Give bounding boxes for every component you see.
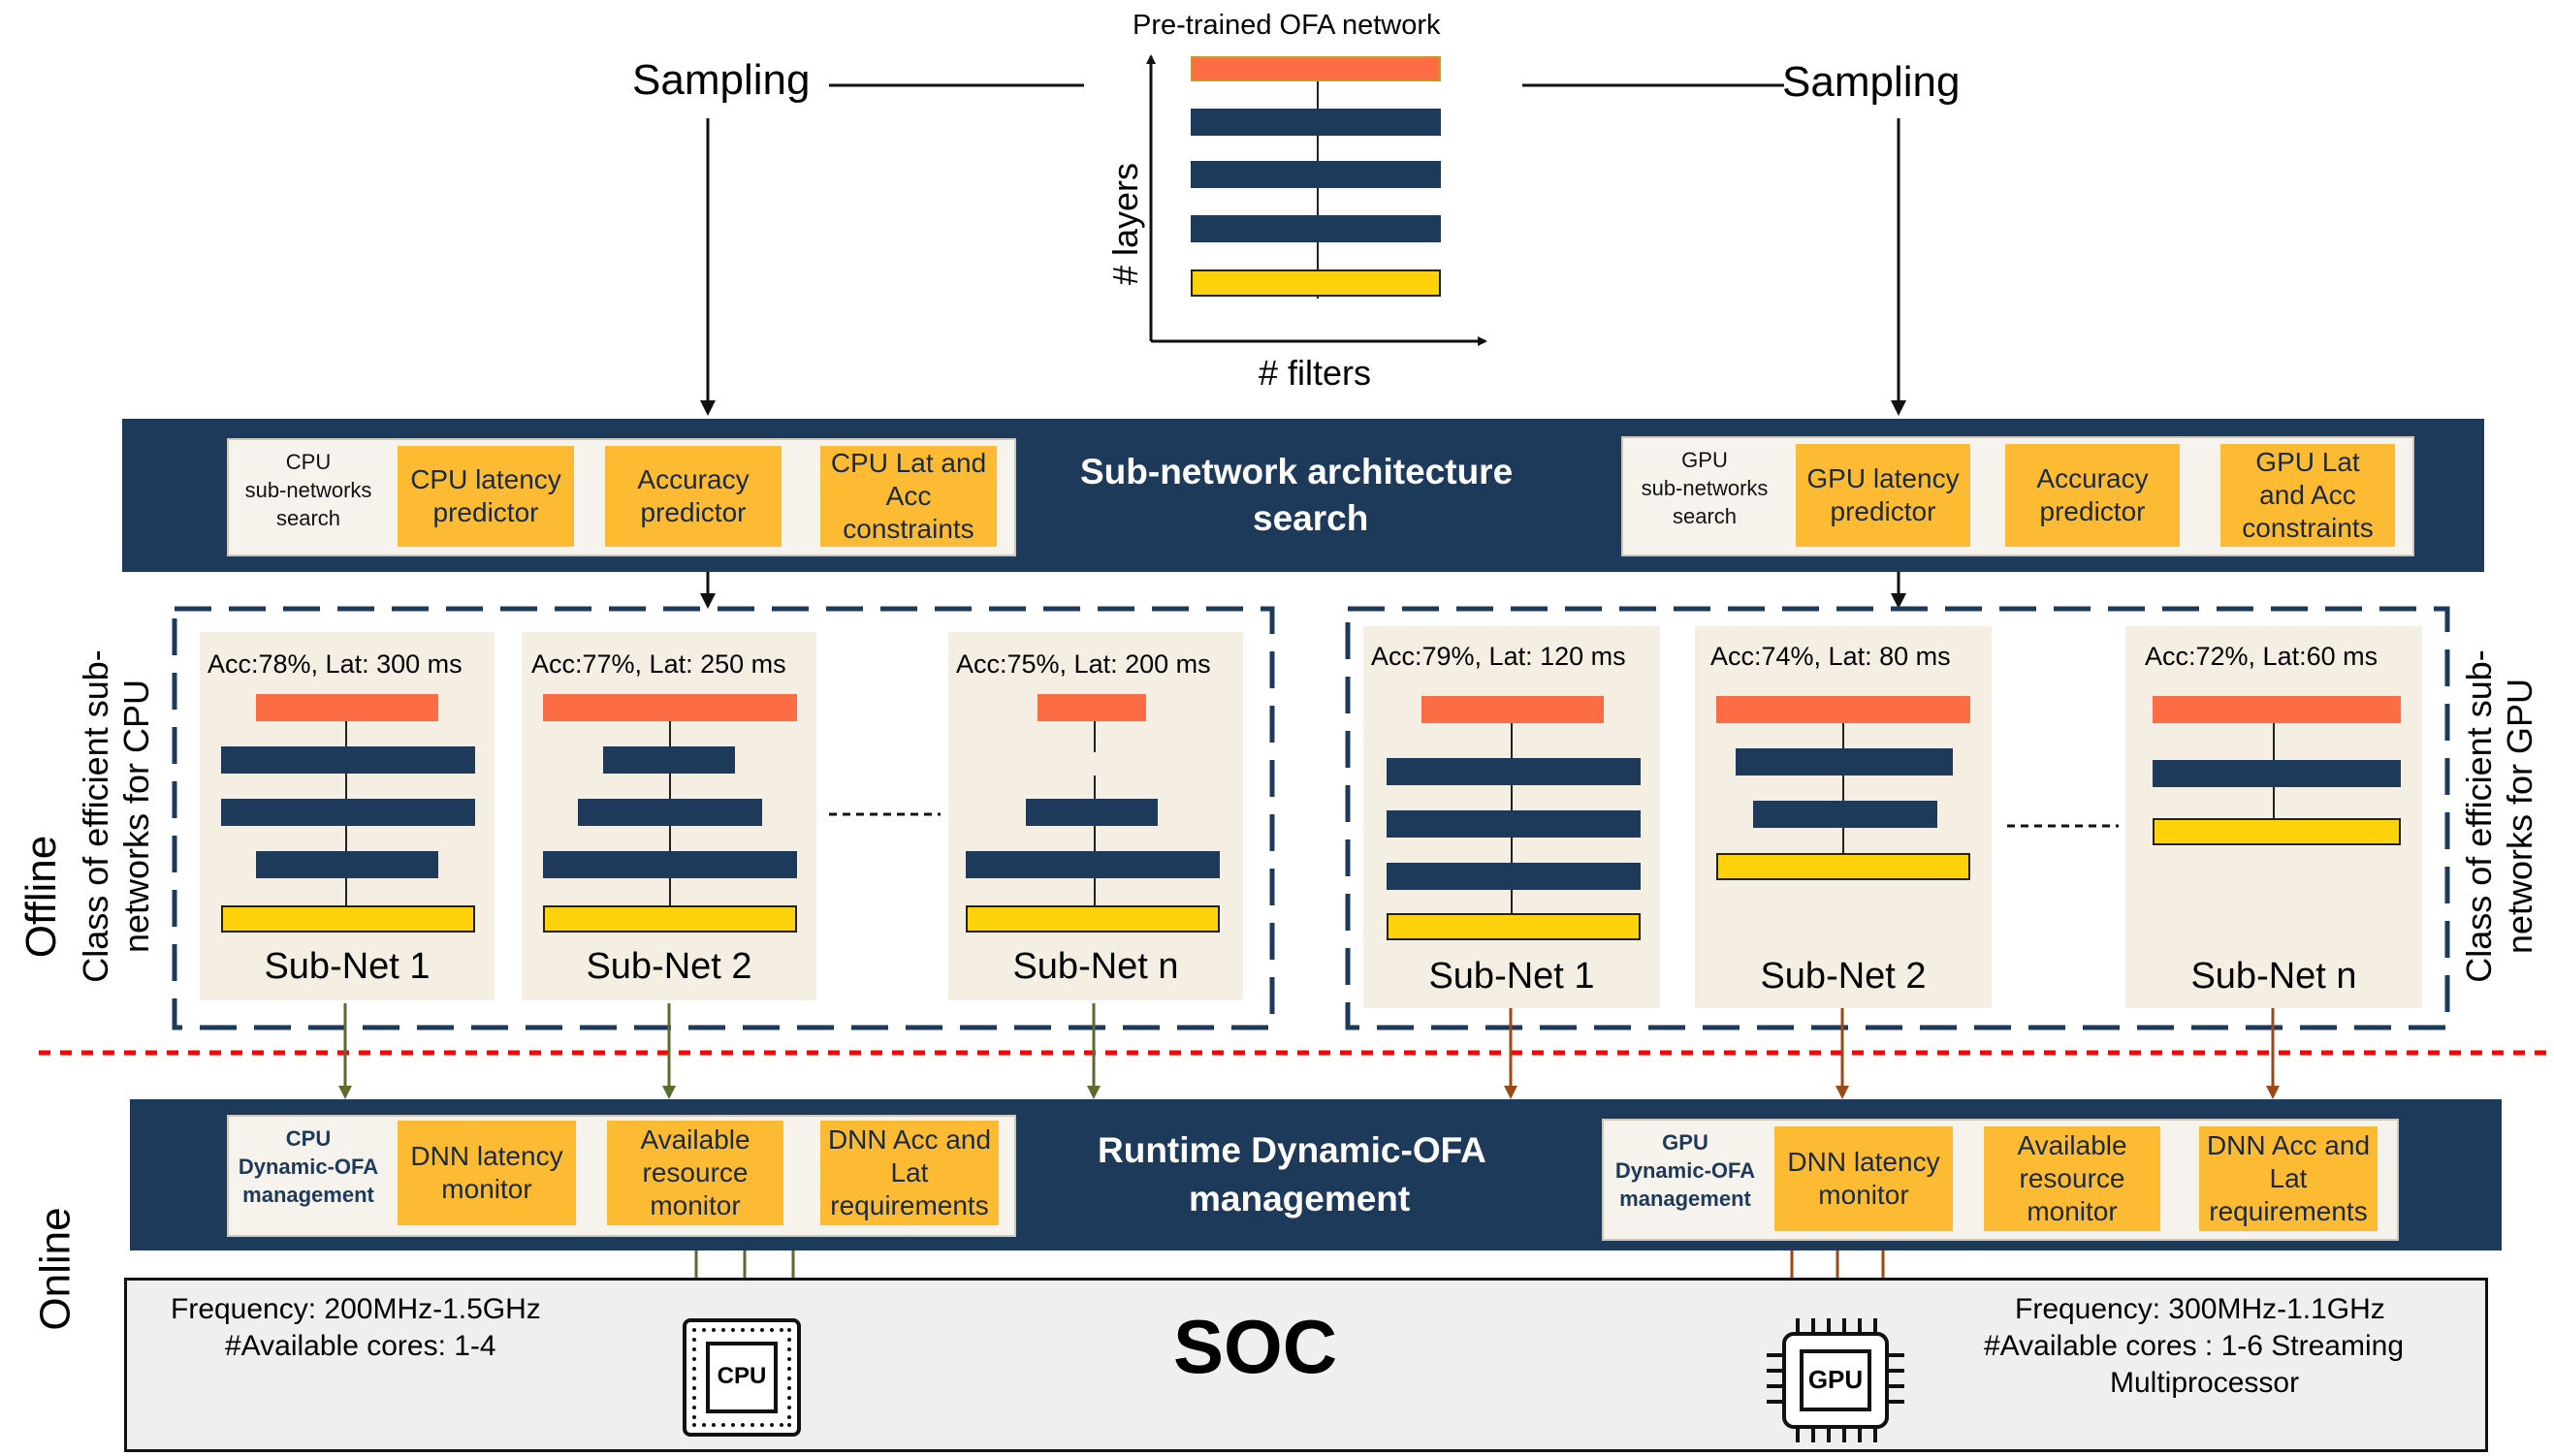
cpu-runtime-label: CPU Dynamic-OFA management: [238, 1126, 379, 1207]
layers-axis-label: # layers: [1105, 162, 1146, 286]
gpu-search-label: GPU sub-networks search: [1641, 448, 1769, 528]
ofa-layer-3: [1191, 215, 1441, 242]
sampling-left-label: Sampling: [632, 56, 811, 104]
cpu-subnet-n-label: Sub-Net n: [1012, 946, 1179, 987]
cpu-class-dashed-box: [172, 606, 1275, 1030]
gpu-class-dashed-box: [1345, 606, 2450, 1030]
cpu-chip-icon: CPU: [679, 1314, 805, 1440]
gpu-chip-icon: GPU: [1763, 1314, 1908, 1446]
cpu-search-label: CPU sub-networks search: [244, 450, 372, 530]
cpu-subnet-2-acc: Acc:77%, Lat: 250 ms: [531, 649, 786, 679]
soc-title: SOC: [1173, 1304, 1338, 1389]
cpu-cores: #Available cores: 1-4: [225, 1330, 496, 1362]
ofa-layer-1: [1191, 109, 1441, 136]
gpu-chip-label: GPU: [1807, 1365, 1864, 1394]
cpu-chip-label: CPU: [717, 1363, 767, 1389]
runtime-band-title-1: Runtime Dynamic-OFA: [1098, 1130, 1486, 1170]
gpu-subnet-n-label: Sub-Net n: [2190, 956, 2357, 997]
cpu-frequency: Frequency: 200MHz-1.5GHz: [171, 1293, 541, 1325]
gpu-subnet-2-acc: Acc:74%, Lat: 80 ms: [1710, 642, 1951, 671]
gpu-frequency: Frequency: 300MHz-1.1GHz: [2015, 1293, 2385, 1325]
ofa-layer-2: [1191, 161, 1441, 188]
gpu-cores: #Available cores : 1-6 Streaming: [1984, 1330, 2405, 1362]
search-band-title-1: Sub-network architecture: [1080, 452, 1514, 491]
gpu-runtime-label: GPU Dynamic-OFA management: [1614, 1130, 1756, 1211]
search-band-title-2: search: [1253, 498, 1369, 538]
cpu-subnet-n-acc: Acc:75%, Lat: 200 ms: [956, 649, 1211, 679]
offline-label: Offline: [17, 835, 66, 959]
cpu-class-side-label: Class of efficient sub- networks for CPU: [76, 649, 156, 983]
online-label: Online: [31, 1207, 80, 1331]
gpu-cores-2: Multiprocessor: [2110, 1367, 2300, 1399]
filters-axis-label: # filters: [1259, 353, 1372, 393]
cpu-subnet-1-label: Sub-Net 1: [264, 946, 431, 987]
cpu-subnet-1-acc: Acc:78%, Lat: 300 ms: [208, 649, 463, 679]
gpu-subnet-1-acc: Acc:79%, Lat: 120 ms: [1371, 642, 1626, 671]
soc-box: [124, 1278, 2488, 1452]
gpu-subnet-1-label: Sub-Net 1: [1428, 956, 1595, 997]
gpu-subnet-n-acc: Acc:72%, Lat:60 ms: [2145, 642, 2378, 671]
gpu-subnet-2-label: Sub-Net 2: [1760, 956, 1927, 997]
gpu-class-side-label: Class of efficient sub- networks for GPU: [2459, 649, 2539, 983]
runtime-band-title-2: management: [1189, 1179, 1411, 1219]
sampling-right-label: Sampling: [1782, 58, 1961, 106]
ofa-layer-yellow: [1191, 269, 1441, 297]
ofa-layer-red: [1191, 56, 1441, 81]
cpu-subnet-2-label: Sub-Net 2: [586, 946, 752, 987]
ofa-network-title: Pre-trained OFA network: [1133, 10, 1441, 41]
